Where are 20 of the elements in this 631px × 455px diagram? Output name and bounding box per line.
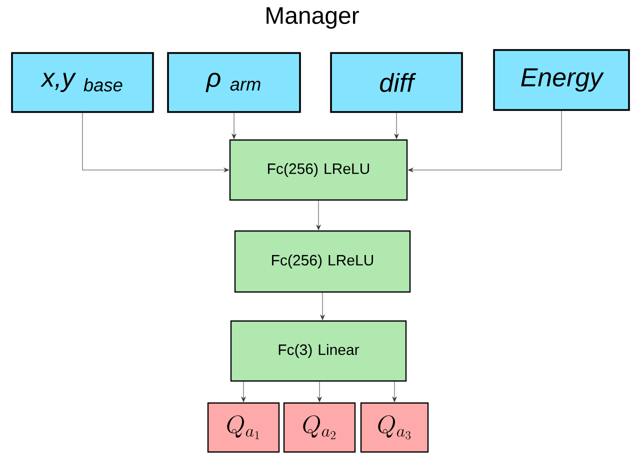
arrow [316, 200, 321, 230]
output-box: $Q_{a_1}$ [207, 402, 280, 453]
output-box: $Q_{a_2}$ [283, 402, 356, 453]
output-box: $Q_{a_3}$ [360, 402, 429, 453]
arrow [408, 110, 562, 172]
arrow [317, 381, 322, 402]
input-box: Energy [493, 49, 630, 111]
arrow [232, 112, 236, 139]
layer-box: Fc(256) LReLU [229, 139, 408, 201]
arrow [241, 381, 246, 402]
layer-box: Fc(3) Linear [230, 320, 407, 382]
input-box: diff [330, 52, 463, 113]
title: Manager [266, 7, 359, 29]
layer-box: Fc(256) LReLU [234, 230, 411, 293]
input-box: ρ $_{arm}$ [167, 52, 301, 113]
arrow [320, 292, 325, 320]
input-box: x,y $_{base}$ [11, 52, 154, 113]
arrow [82, 112, 229, 172]
arrow [392, 381, 397, 402]
arrow [394, 112, 399, 139]
